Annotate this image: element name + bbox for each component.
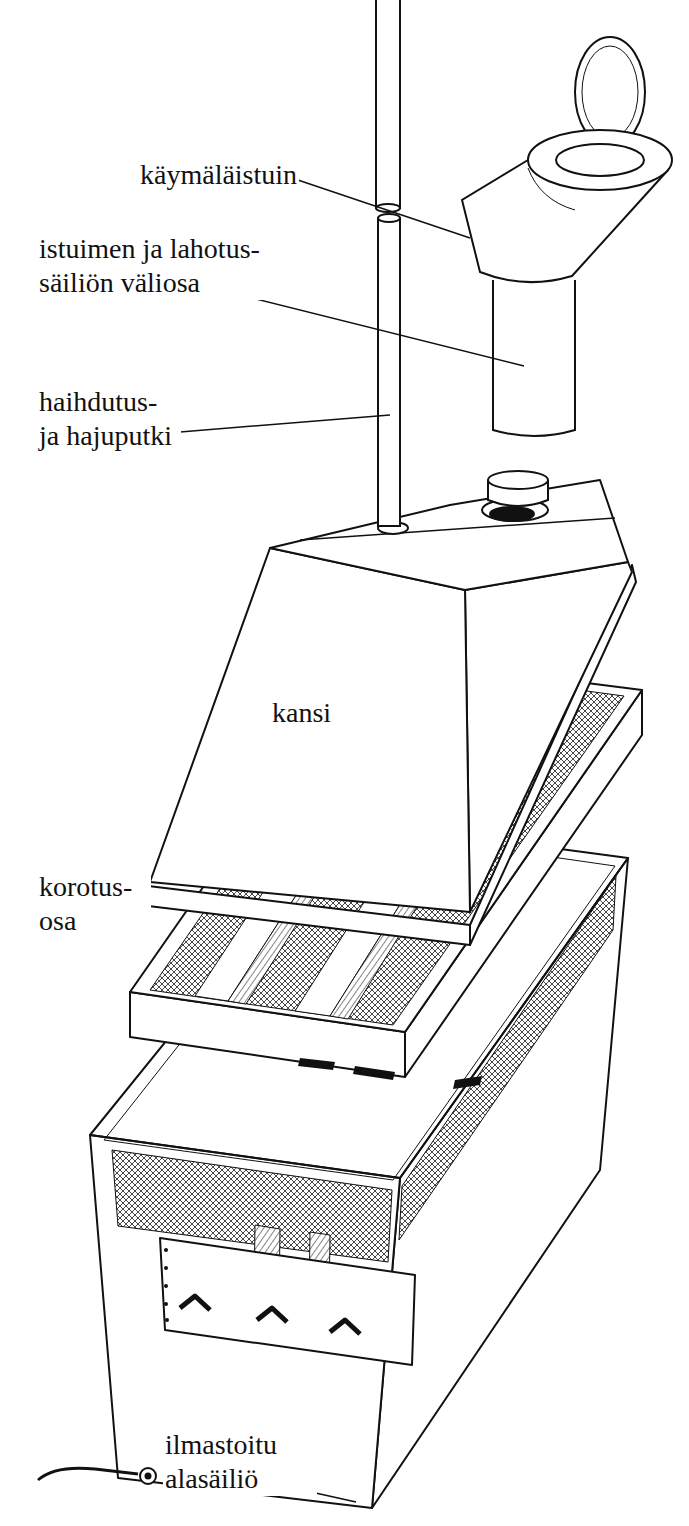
middle-piece: [493, 280, 575, 436]
leader-lines: [180, 176, 524, 1502]
lower-tank: [90, 820, 628, 1508]
toilet-seat: [462, 37, 672, 282]
seat-collar: [482, 471, 548, 521]
part-label: korotus- osa: [37, 870, 151, 938]
part-label: käymäläistuin: [138, 158, 299, 192]
part-label: istuimen ja lahotus- säiliön väliosa: [37, 232, 291, 300]
part-label: haihdutus- ja hajuputki: [37, 385, 181, 453]
part-label: ilmastoitu alasäiliö: [163, 1428, 317, 1496]
lid: [140, 480, 636, 945]
part-label: kansi: [270, 696, 333, 730]
air-hose: [38, 1468, 156, 1484]
vent-pipe: [376, 0, 408, 534]
